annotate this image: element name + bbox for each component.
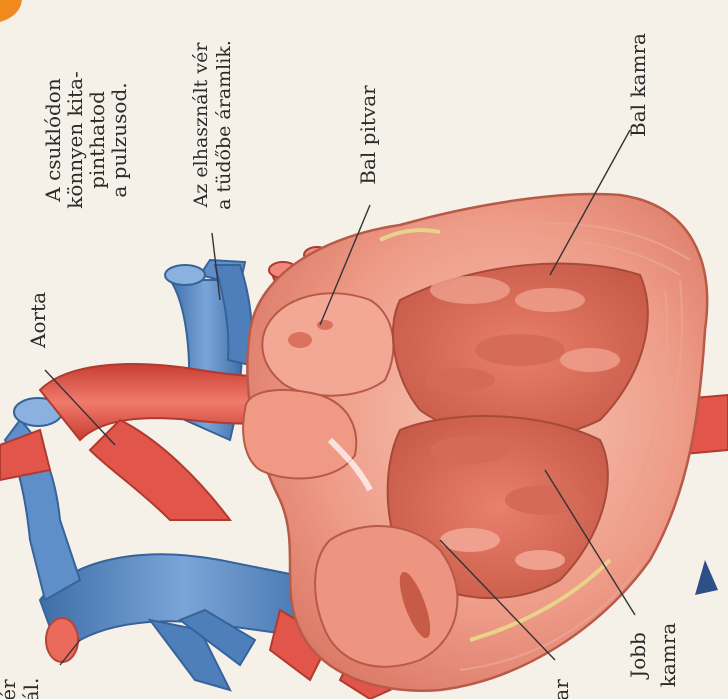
label-top-note: A csuklódon könnyen kita- pinthatod a pu… <box>41 71 131 209</box>
edge-fragment-top: ér <box>0 679 20 699</box>
right-atrium-label-fragment: ar <box>549 679 573 699</box>
aorta-label: Aorta <box>26 292 50 349</box>
right-ventricle-line-2: kamra <box>656 623 680 688</box>
edge-fragment-bottom: ál. <box>19 678 43 699</box>
top-note-line-4: a pulzusod. <box>107 82 131 197</box>
left-atrium <box>262 293 393 395</box>
top-note-line-2: könnyen kita- <box>63 71 87 209</box>
left-atrium-label: Bal pitvar <box>356 85 380 185</box>
label-used-blood: Az elhasznált vér a tüdőbe áramlik. <box>190 40 235 210</box>
right-ventricle-line-1: Jobb <box>626 632 650 680</box>
right-atrium-chamber <box>315 526 457 667</box>
top-note-line-1: A csuklódon <box>41 78 65 203</box>
used-blood-line-1: Az elhasznált vér <box>190 42 212 209</box>
used-blood-line-2: a tüdőbe áramlik. <box>213 40 235 210</box>
top-note-line-3: pinthatod <box>85 91 109 189</box>
left-ventricle-label: Bal kamra <box>626 33 650 137</box>
